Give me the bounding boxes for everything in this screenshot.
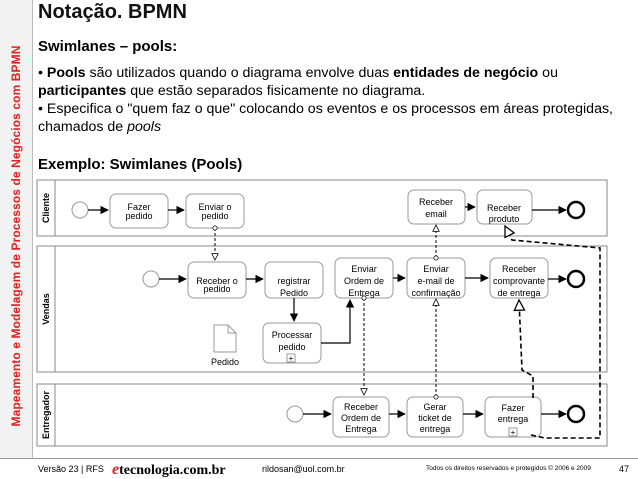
pool-label-vendas: Vendas	[41, 293, 51, 325]
slide-title: Notação. BPMN	[38, 1, 187, 23]
svg-text:ticket de: ticket de	[418, 413, 452, 423]
svg-text:Ordem de: Ordem de	[344, 276, 384, 286]
end-event-entregador	[566, 404, 586, 424]
pool-label-entregador: Entregador	[41, 391, 51, 440]
end-event-cliente	[566, 200, 586, 220]
task-receber-pedido: Receber o pedido	[187, 261, 247, 299]
svg-text:pedido: pedido	[203, 284, 230, 294]
svg-text:pedido: pedido	[278, 342, 305, 352]
bullet1-bold-pools: Pools	[46, 65, 86, 81]
svg-text:Receber: Receber	[487, 203, 521, 213]
bullet2-italic: pools	[127, 119, 162, 135]
bullet1-text1: são utilizados quando o diagrama envolve…	[85, 65, 394, 81]
svg-text:Enviar: Enviar	[351, 264, 377, 274]
bullet1-text2: ou	[538, 65, 558, 81]
bullet1-bold-entidades: entidades de negócio	[393, 65, 539, 81]
svg-text:registrar: registrar	[277, 276, 310, 286]
svg-text:+: +	[511, 428, 516, 437]
message-flows	[215, 225, 436, 397]
svg-text:produto: produto	[489, 214, 520, 224]
bullet-pools: • Pools são utilizados quando o diagrama…	[38, 65, 558, 99]
svg-text:entrega: entrega	[498, 414, 529, 424]
svg-text:Gerar: Gerar	[423, 402, 446, 412]
start-event-vendas	[142, 270, 160, 288]
example-title: Exemplo: Swimlanes (Pools)	[38, 156, 243, 173]
svg-text:Receber: Receber	[419, 197, 453, 207]
svg-text:Fazer: Fazer	[127, 202, 150, 212]
svg-text:confirmação: confirmação	[411, 288, 460, 298]
task-registrar-pedido: registrar Pedido	[264, 261, 324, 299]
sidebar: Mapeamento e Modelagem de Processos de N…	[0, 0, 33, 458]
svg-text:Entrega: Entrega	[348, 288, 380, 298]
svg-text:+: +	[289, 354, 294, 363]
svg-text:Receber: Receber	[502, 264, 536, 274]
task-enviar-email-confirmacao: Enviar e-mail de confirmação	[406, 257, 466, 299]
task-receber-comprovante: Receber comprovante de entrega	[489, 257, 549, 299]
footer-logo: etecnologia.com.br	[112, 461, 226, 478]
svg-text:Processar: Processar	[272, 330, 313, 340]
bullet2-text: Especifica o "quem faz o que" colocando …	[38, 101, 613, 135]
svg-text:Receber o: Receber o	[196, 276, 238, 286]
bullet1-text3: que estão separados fisicamente no diagr…	[126, 83, 426, 99]
footer-rights: Todos os direitos reservados e protegido…	[426, 465, 591, 472]
pool-label-cliente: Cliente	[41, 193, 51, 223]
footer: Versão 23 | RFS etecnologia.com.br rildo…	[0, 458, 638, 479]
sequence-flows	[88, 202, 567, 419]
task-gerar-ticket: Gerar ticket de entrega	[406, 396, 464, 438]
start-event-entregador	[286, 405, 304, 423]
task-fazer-pedido: Fazer pedido	[109, 193, 169, 229]
svg-text:de entrega: de entrega	[497, 288, 540, 298]
bullet1-bold-participantes: participantes	[38, 83, 127, 99]
footer-version: Versão 23 | RFS	[38, 464, 104, 474]
task-receber-produto: Receber produto	[476, 189, 533, 225]
footer-email: rildosan@uol.com.br	[262, 464, 345, 474]
footer-page-number: 47	[619, 464, 630, 474]
task-receber-ordem-entrega: Receber Ordem de Entrega	[332, 396, 390, 438]
data-object-pedido: Pedido	[211, 324, 239, 367]
task-fazer-entrega: Fazer entrega +	[484, 396, 542, 438]
svg-text:email: email	[425, 209, 447, 219]
task-enviar-pedido: Enviar o pedido	[185, 193, 245, 229]
end-event-vendas	[566, 269, 586, 289]
svg-text:Enviar o: Enviar o	[198, 202, 231, 212]
svg-text:Pedido: Pedido	[280, 288, 308, 298]
svg-text:e-mail de: e-mail de	[417, 276, 454, 286]
subprocess-marker	[286, 353, 296, 363]
task-processar-pedido: Processar pedido +	[262, 322, 322, 364]
data-object-label: Pedido	[211, 357, 239, 367]
svg-text:Entrega: Entrega	[345, 424, 377, 434]
svg-text:Ordem de: Ordem de	[341, 413, 381, 423]
svg-text:comprovante: comprovante	[493, 276, 545, 286]
svg-text:Enviar: Enviar	[423, 264, 449, 274]
start-event-cliente	[71, 201, 89, 219]
subprocess-marker	[508, 427, 518, 437]
message-flows-bold	[504, 226, 601, 439]
svg-text:Fazer: Fazer	[501, 403, 524, 413]
slide-subtitle: Swimlanes – pools:	[38, 38, 178, 55]
svg-text:entrega: entrega	[420, 424, 451, 434]
svg-text:Receber: Receber	[344, 402, 378, 412]
task-enviar-ordem-entrega: Enviar Ordem de Entrega	[334, 257, 394, 299]
svg-text:pedido: pedido	[201, 211, 228, 221]
bullet-quem-faz: • Especifica o "quem faz o que" colocand…	[38, 101, 613, 135]
task-receber-email: Receber email	[407, 189, 466, 225]
svg-text:pedido: pedido	[125, 211, 152, 221]
